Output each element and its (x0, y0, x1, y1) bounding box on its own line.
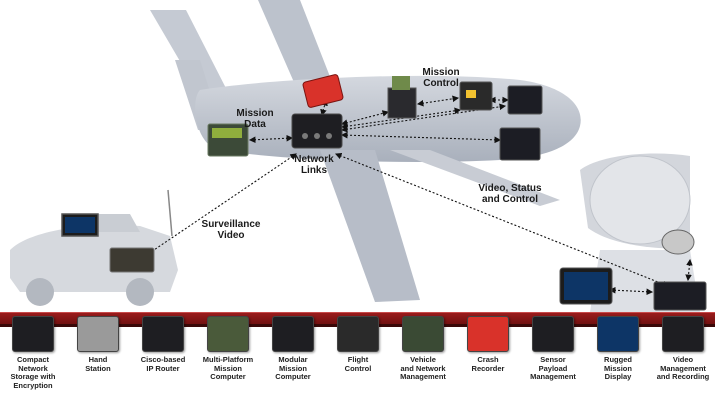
vehicle-video-unit (109, 247, 155, 273)
product-label: Crash Recorder (471, 355, 505, 373)
surveillance-video-label: Surveillance Video (201, 219, 261, 241)
mission-computer-unit (387, 76, 417, 119)
product-item: Multi-Platform Mission Computer (199, 316, 257, 382)
product-label: Rugged Mission Display (604, 355, 632, 381)
modular-computer-icon (272, 316, 314, 352)
product-label: Hand Station (85, 355, 111, 373)
product-item: Sensor Payload Management (524, 316, 582, 382)
router-icon (142, 316, 184, 352)
mission-control-label: Mission Control (422, 67, 460, 89)
ground-display-unit (559, 267, 613, 305)
mission-data-unit (207, 123, 249, 157)
product-label: Multi-Platform Mission Computer (202, 355, 254, 381)
crash-recorder-unit (302, 74, 344, 108)
network-links-unit (291, 113, 343, 149)
mission-computer-icon (207, 316, 249, 352)
product-item: Rugged Mission Display (589, 316, 647, 382)
crash-recorder-icon (467, 316, 509, 352)
flight-control-icon (337, 316, 379, 352)
storage-box-icon (12, 316, 54, 352)
product-item: Modular Mission Computer (264, 316, 322, 382)
flight-control-unit (459, 81, 493, 111)
product-strip: Compact Network Storage with Encryption H… (0, 312, 715, 402)
product-item: Hand Station (69, 316, 127, 373)
product-item: Compact Network Storage with Encryption (4, 316, 62, 390)
product-label: Sensor Payload Management (530, 355, 576, 381)
ground-video-recorder-unit (653, 281, 707, 311)
product-item: Video Management and Recording (654, 316, 712, 382)
product-label: Modular Mission Computer (275, 355, 311, 381)
product-item: Flight Control (329, 316, 387, 373)
product-label: Compact Network Storage with Encryption (10, 355, 56, 390)
modular-computer-unit (507, 85, 543, 115)
router-unit (499, 127, 541, 161)
mission-data-label: Mission Data (236, 108, 274, 130)
product-item: Crash Recorder (459, 316, 517, 373)
network-links-label: Network Links (294, 154, 334, 176)
product-label: Cisco-based IP Router (140, 355, 186, 373)
display-icon (597, 316, 639, 352)
product-label: Flight Control (344, 355, 372, 373)
vehicle-illustration (10, 189, 178, 306)
product-item: Cisco-based IP Router (134, 316, 192, 373)
video-status-control-label: Video, Status and Control (478, 183, 542, 205)
product-item: Vehicle and Network Management (394, 316, 452, 382)
hand-station-unit (661, 229, 695, 255)
product-label: Vehicle and Network Management (400, 355, 446, 381)
product-label: Video Management and Recording (656, 355, 710, 381)
sensor-payload-icon (532, 316, 574, 352)
hand-station-icon (77, 316, 119, 352)
vehicle-network-icon (402, 316, 444, 352)
video-recorder-icon (662, 316, 704, 352)
